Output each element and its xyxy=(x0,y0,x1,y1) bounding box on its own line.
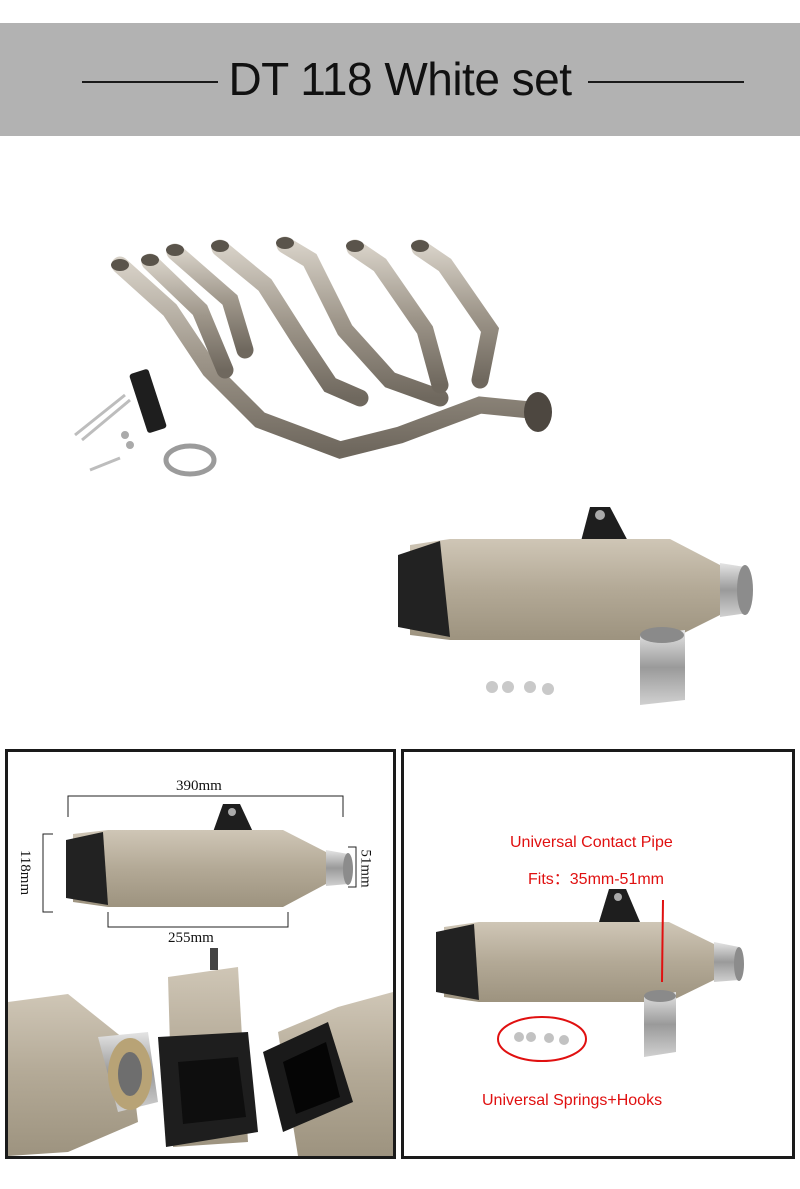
accessories-panel: Universal Contact Pipe Fits：35mm-51mm Un… xyxy=(401,749,795,1159)
dimensions-drawing xyxy=(8,795,393,1156)
dimensions-panel: 390mm 118mm 51mm 255mm xyxy=(5,749,396,1159)
page-title: DT 118 White set xyxy=(228,53,572,105)
title-rule-left xyxy=(82,81,218,83)
muffler-photo xyxy=(398,507,753,705)
dimension-length-total: 390mm xyxy=(176,778,222,794)
contact-pipe-fits: Fits：35mm-51mm xyxy=(528,871,665,888)
dimension-outlet-diameter: 51mm xyxy=(357,849,374,888)
dimension-body-length: 255mm xyxy=(168,930,214,946)
springs-hooks-label: Universal Springs+Hooks xyxy=(482,1092,663,1109)
header-banner xyxy=(0,23,800,136)
title-rule-right xyxy=(588,81,744,83)
dimension-height: 118mm xyxy=(17,849,34,896)
header-pipes-photo xyxy=(74,236,552,477)
accessories-drawing xyxy=(436,889,744,1062)
contact-pipe-title: Universal Contact Pipe xyxy=(510,834,673,851)
